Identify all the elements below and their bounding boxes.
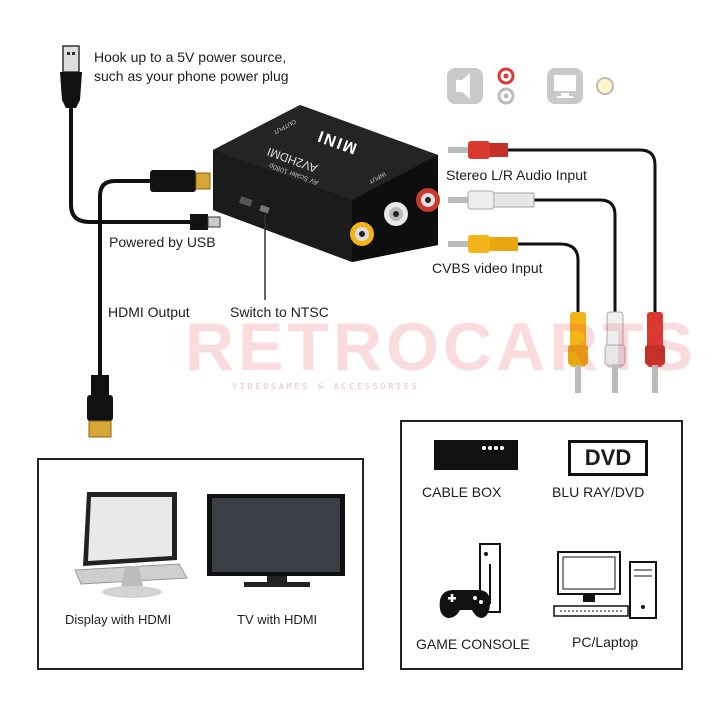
cvbs-input-label: CVBS video Input — [432, 260, 543, 276]
usb-plug-icon — [60, 45, 82, 108]
rca-plug-red — [448, 141, 508, 159]
watermark: RETROCARTS — [185, 309, 698, 385]
game-console-icon — [439, 543, 501, 618]
output-label-tv: TV with HDMI — [237, 612, 318, 627]
hdmi-plug-top — [150, 170, 211, 192]
dvd-icon: DVD — [568, 440, 648, 476]
usb-cable — [69, 108, 190, 224]
stereo-input-label: Stereo L/R Audio Input — [446, 167, 587, 183]
sources-art — [434, 440, 657, 619]
switch-ntsc-label: Switch to NTSC — [230, 304, 329, 320]
source-label-game-console: GAME CONSOLE — [416, 636, 530, 652]
hdmi-output-label: HDMI Output — [108, 304, 190, 320]
micro-usb-plug — [190, 214, 221, 230]
outputs-art — [74, 492, 345, 598]
rca-plug-vertical-white — [604, 311, 626, 393]
rca-red-cable — [505, 148, 657, 315]
output-label-display: Display with HDMI — [65, 612, 172, 627]
video-jack-icon — [596, 77, 614, 95]
device-rca-red — [416, 188, 440, 212]
outputs-panel: Display with HDMI TV with HDMI — [37, 458, 364, 670]
cable-box-icon — [434, 440, 518, 470]
hdmi-cable — [98, 179, 150, 375]
tv-icon — [207, 494, 345, 587]
audio-jacks-icon — [497, 67, 515, 105]
rca-plug-yellow — [448, 235, 518, 253]
rca-plug-vertical-red — [645, 312, 665, 393]
power-source-note: Hook up to a 5V power source, such as yo… — [94, 49, 289, 84]
pc-icon — [553, 551, 657, 619]
device-rca-yellow — [350, 222, 374, 246]
rca-white-cable — [530, 198, 617, 315]
source-label-pc: PC/Laptop — [572, 634, 639, 650]
rca-plug-vertical-yellow — [568, 312, 588, 393]
sources-panel: DVD CABLE BOX BLU RAY/DVD GAME CONSOLE P… — [400, 420, 683, 670]
monitor-icon — [74, 492, 188, 598]
hdmi-plug-bottom — [87, 375, 113, 438]
rca-plug-white — [448, 190, 535, 210]
monitor-small-icon — [547, 68, 583, 104]
rca-yellow-cable — [515, 242, 580, 315]
av2hdmi-converter — [213, 105, 440, 262]
source-label-dvd: BLU RAY/DVD — [552, 484, 645, 500]
device-rca-white — [384, 202, 408, 226]
powered-by-usb-label: Powered by USB — [109, 234, 216, 250]
speaker-icon — [447, 68, 483, 104]
source-label-cable-box: CABLE BOX — [422, 484, 502, 500]
watermark-subtext: VIDEOGAMES & ACCESSORIES — [232, 382, 420, 391]
